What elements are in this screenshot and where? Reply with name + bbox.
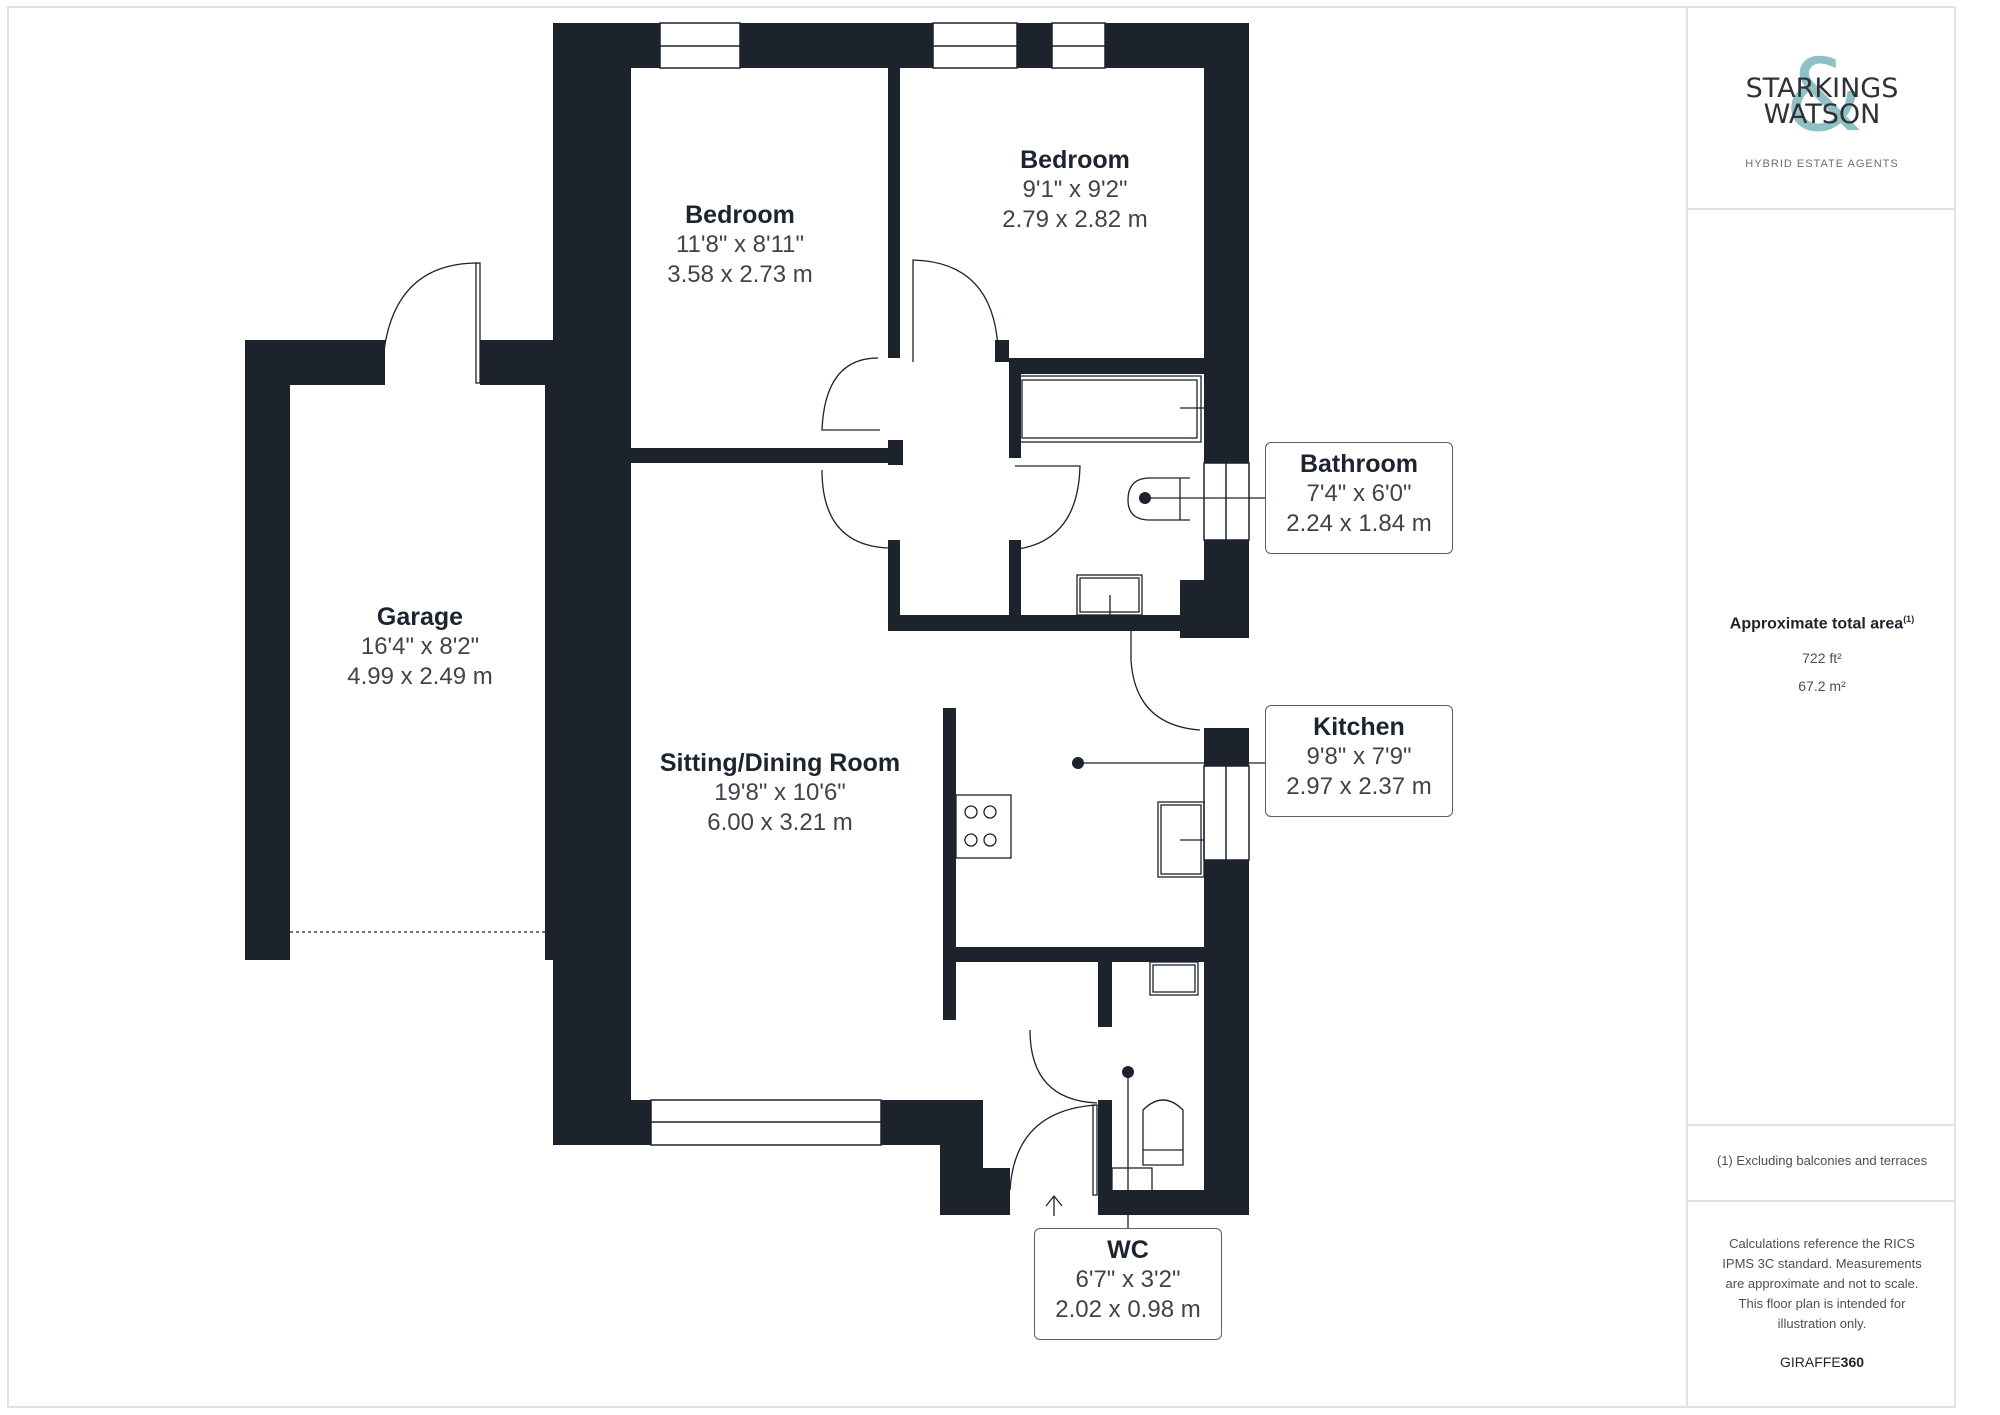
fixtures [955, 375, 1205, 1193]
walls [245, 23, 1249, 1215]
room-name: Sitting/Dining Room [659, 749, 901, 777]
callout-leaders [1078, 497, 1265, 1228]
info-panel: & STARKINGS WATSON HYBRID ESTATE AGENTS … [1686, 6, 1956, 1408]
room-name: Kitchen [1313, 713, 1405, 741]
windows [650, 22, 1250, 1146]
room-dim-imperial: 16'4" x 8'2" [360, 633, 480, 660]
room-label-garage: Garage 16'4" x 8'2" 4.99 x 2.49 m [300, 602, 540, 692]
room-dim-metric: 2.79 x 2.82 m [1002, 206, 1148, 233]
room-dim-imperial: 6'7" x 3'2" [1075, 1266, 1181, 1293]
disclaimer-section: Calculations reference the RICS IPMS 3C … [1688, 1202, 1956, 1408]
disclaimer-text: Calculations reference the RICS IPMS 3C … [1722, 1236, 1922, 1331]
giraffe360-brand: GIRAFFE360 [1688, 1354, 1956, 1370]
room-callout-bathroom: Bathroom 7'4" x 6'0" 2.24 x 1.84 m [1265, 442, 1453, 554]
logo-tagline: HYBRID ESTATE AGENTS [1745, 158, 1899, 170]
room-name: WC [1107, 1236, 1149, 1264]
room-label-sitting-dining: Sitting/Dining Room 19'8" x 10'6" 6.00 x… [620, 748, 940, 838]
total-area-metric: 67.2 m² [1798, 678, 1846, 694]
footnote-marker: (1) [1903, 614, 1915, 624]
room-dim-metric: 2.02 x 0.98 m [1055, 1296, 1201, 1323]
room-dim-metric: 6.00 x 3.21 m [707, 809, 853, 836]
room-dim-imperial: 7'4" x 6'0" [1306, 480, 1412, 507]
room-name: Bathroom [1299, 450, 1419, 478]
total-area-section: Approximate total area(1) 722 ft² 67.2 m… [1688, 210, 1956, 1126]
footnote-text: (1) Excluding balconies and terraces [1716, 1153, 1928, 1168]
footnote-section: (1) Excluding balconies and terraces [1688, 1126, 1956, 1202]
room-dim-imperial: 19'8" x 10'6" [714, 779, 846, 806]
doors [381, 259, 1201, 1196]
page-frame [7, 6, 1956, 1408]
room-dim-imperial: 11'8" x 8'11" [675, 231, 805, 258]
room-dim-metric: 2.24 x 1.84 m [1286, 510, 1432, 537]
room-name: Garage [376, 603, 464, 631]
room-label-bedroom-2: Bedroom 9'1" x 9'2" 2.79 x 2.82 m [935, 145, 1215, 235]
room-dim-imperial: 9'8" x 7'9" [1306, 743, 1412, 770]
room-name: Bedroom [1020, 146, 1130, 174]
logo-ampersand: & [1785, 37, 1863, 154]
room-dim-metric: 2.97 x 2.37 m [1286, 773, 1432, 800]
room-dim-metric: 3.58 x 2.73 m [667, 261, 813, 288]
room-dim-imperial: 9'1" x 9'2" [1022, 176, 1128, 203]
total-area-title-text: Approximate total area [1729, 615, 1904, 633]
logo-line-2: WATSON [1763, 99, 1881, 130]
total-area-title: Approximate total area(1) [1688, 614, 1956, 633]
logo-line-1: STARKINGS [1745, 73, 1899, 104]
room-label-bedroom-1: Bedroom 11'8" x 8'11" 3.58 x 2.73 m [600, 200, 880, 290]
room-name: Bedroom [685, 201, 795, 229]
brand-suffix: 360 [1840, 1354, 1865, 1370]
room-dim-metric: 4.99 x 2.49 m [347, 663, 493, 690]
arrow-up-icon [1045, 1194, 1063, 1216]
total-area-imperial: 722 ft² [1802, 650, 1842, 666]
room-callout-wc: WC 6'7" x 3'2" 2.02 x 0.98 m [1034, 1228, 1222, 1340]
brand-prefix: GIRAFFE [1779, 1354, 1841, 1370]
agent-logo: & STARKINGS WATSON HYBRID ESTATE AGENTS [1688, 6, 1956, 210]
room-callout-kitchen: Kitchen 9'8" x 7'9" 2.97 x 2.37 m [1265, 705, 1453, 817]
callout-dots [1072, 492, 1151, 1078]
